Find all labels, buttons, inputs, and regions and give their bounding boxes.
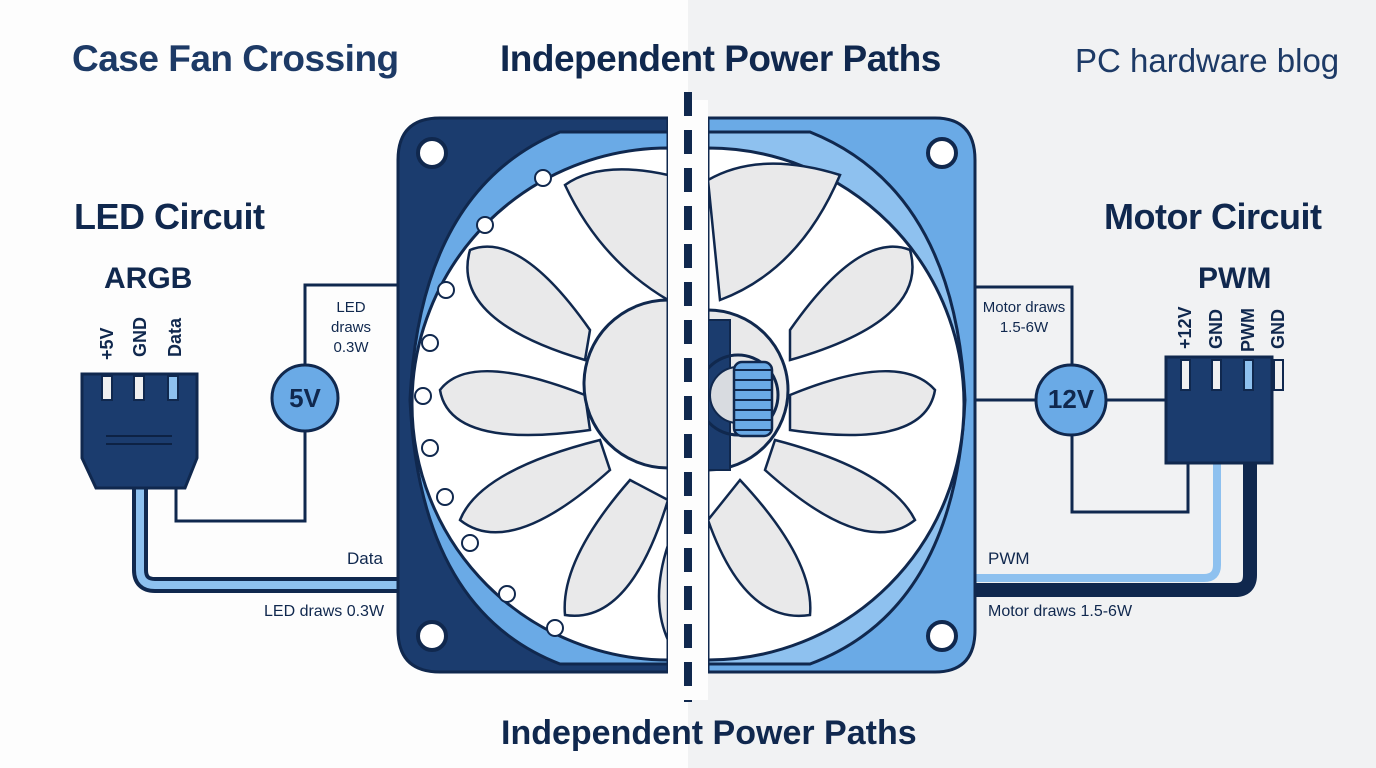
argb-pin-gnd: GND [130, 317, 150, 357]
hub-left [582, 298, 670, 470]
led-section-title: LED Circuit [74, 196, 265, 237]
pwm-label: PWM [1198, 262, 1272, 295]
led-wiring [132, 283, 410, 593]
center-title: Independent Power Paths [500, 38, 941, 79]
led-voltage-circle [270, 363, 340, 433]
motor-hub [696, 308, 790, 472]
argb-connector [80, 372, 199, 490]
pwm-connector [1164, 355, 1284, 465]
motor-signal-label: PWM [988, 549, 1030, 568]
argb-pin-data: Data [165, 317, 185, 357]
pwm-pin-gnd-1: GND [1206, 309, 1226, 349]
led-power-label: LED draws 0.3W [264, 603, 385, 620]
footer-title: Independent Power Paths [501, 714, 917, 752]
motor-draw-note: Motor draws 1.5-6W [982, 299, 1066, 336]
right-title: PC hardware blog [1075, 42, 1340, 79]
led-data-label: Data [347, 549, 383, 568]
pwm-pin-gnd-2: GND [1268, 309, 1288, 349]
motor-power-label: Motor draws 1.5-6W [988, 603, 1133, 620]
left-title: Case Fan Crossing [72, 38, 399, 79]
argb-pin-5v: +5V [97, 327, 117, 360]
pwm-pin-12v: +12V [1175, 306, 1195, 349]
led-ring [414, 169, 564, 637]
motor-section-title: Motor Circuit [1104, 196, 1322, 237]
fan-blades-right [706, 162, 937, 618]
pwm-pin-pwm: PWM [1238, 308, 1258, 352]
led-draw-note: LED draws 0.3W [330, 299, 371, 356]
fan-blades-left [438, 168, 670, 641]
led-voltage-label: 5V [289, 383, 321, 413]
motor-voltage-circle [1034, 363, 1108, 437]
argb-label: ARGB [104, 262, 193, 295]
motor-voltage-label: 12V [1047, 384, 1095, 414]
